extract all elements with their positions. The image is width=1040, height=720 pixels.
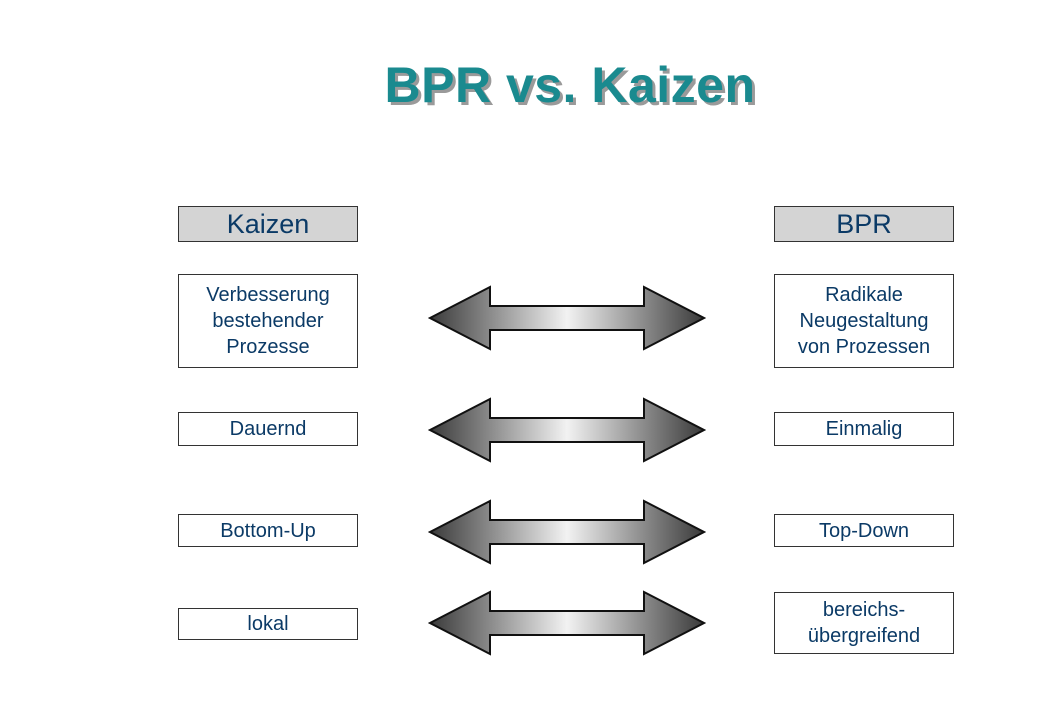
kaizen-header: Kaizen [178,206,358,242]
bpr-item-direction: Top-Down [774,514,954,547]
double-arrow-icon [428,590,706,656]
kaizen-item-improvement: Verbesserung bestehender Prozesse [178,274,358,368]
bpr-item-redesign: Radikale Neugestaltung von Prozessen [774,274,954,368]
double-arrow-icon [428,285,706,351]
kaizen-item-scope: lokal [178,608,358,640]
bpr-item-duration: Einmalig [774,412,954,446]
kaizen-item-duration: Dauernd [178,412,358,446]
bpr-header: BPR [774,206,954,242]
bpr-item-scope: bereichs- übergreifend [774,592,954,654]
double-arrow-icon [428,397,706,463]
kaizen-item-direction: Bottom-Up [178,514,358,547]
page-title: BPR vs. Kaizen [384,57,756,113]
double-arrow-icon [428,499,706,565]
